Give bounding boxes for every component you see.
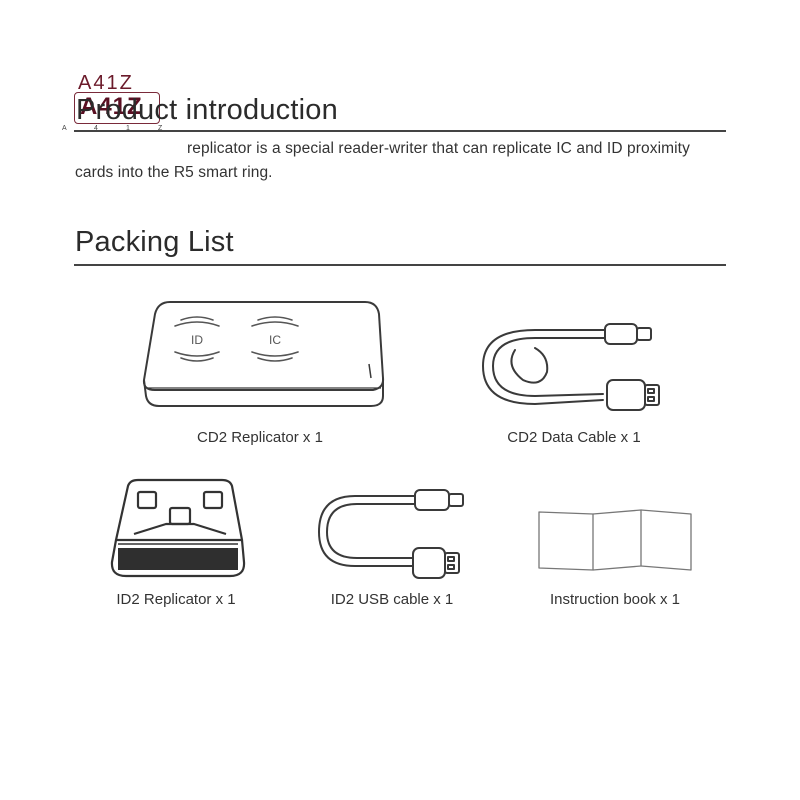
packing-item-caption: CD2 Data Cable x 1 bbox=[507, 429, 641, 446]
usb-cable-icon bbox=[318, 489, 464, 579]
id-reader-icon bbox=[110, 478, 246, 578]
logo-frame bbox=[74, 92, 160, 124]
intro-paragraph-line-1: replicator is a special reader-writer th… bbox=[187, 140, 690, 157]
logo-sub-letter: Z bbox=[158, 125, 163, 132]
logo-top-text: A41Z bbox=[78, 72, 134, 94]
packing-item-caption: ID2 USB cable x 1 bbox=[330, 591, 454, 608]
logo-sub-letter: A bbox=[62, 125, 67, 132]
card-reader-icon: ID IC bbox=[142, 301, 385, 407]
reader-id-label: ID bbox=[191, 333, 203, 347]
logo-sub-letter: 1 bbox=[126, 125, 130, 132]
packing-item-caption: ID2 Replicator x 1 bbox=[116, 591, 236, 608]
logo-sub-letter: 4 bbox=[94, 125, 98, 132]
logo-main-text: A41Z bbox=[80, 93, 143, 120]
coiled-cable-icon bbox=[482, 323, 660, 411]
packing-item-caption: CD2 Replicator x 1 bbox=[197, 429, 323, 446]
section-divider bbox=[74, 264, 726, 266]
packing-item-caption: Instruction book x 1 bbox=[549, 591, 681, 608]
packing-list-heading: Packing List bbox=[75, 226, 234, 258]
reader-ic-label: IC bbox=[269, 333, 281, 347]
intro-paragraph-line-2: cards into the R5 smart ring. bbox=[75, 164, 273, 181]
product-introduction-heading: Product introduction bbox=[76, 94, 338, 126]
folded-booklet-icon bbox=[538, 509, 692, 571]
brand-logo: A41Z A41Z A 4 1 Z bbox=[60, 72, 170, 134]
section-divider bbox=[74, 130, 726, 132]
